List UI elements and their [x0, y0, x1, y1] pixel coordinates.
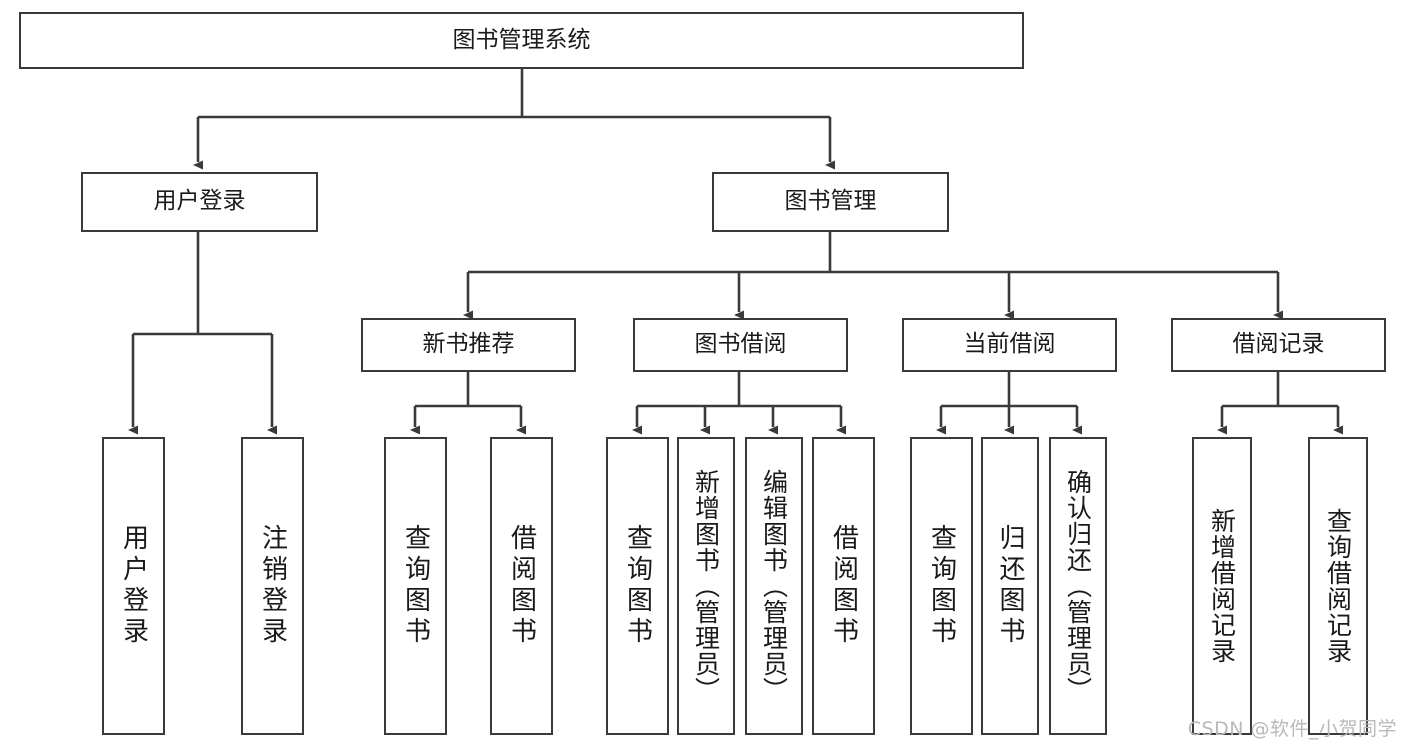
node-label: 图书管理系统 — [452, 26, 591, 53]
node-label: 编辑图书（管理员） — [759, 469, 789, 703]
node-current-borrow[interactable]: 当前借阅 — [902, 318, 1117, 372]
node-label: 注销登录 — [257, 524, 288, 648]
leaf-logout[interactable]: 注销登录 — [241, 437, 304, 735]
leaf-query-book-current[interactable]: 查询图书 — [910, 437, 973, 735]
node-borrow-record[interactable]: 借阅记录 — [1171, 318, 1386, 372]
node-label: 借阅图书 — [506, 524, 537, 648]
node-label: 当前借阅 — [963, 331, 1056, 358]
node-new-book-recommend[interactable]: 新书推荐 — [361, 318, 576, 372]
node-label: 图书管理 — [784, 188, 877, 215]
node-label: 查询图书 — [926, 524, 957, 648]
node-label: 用户登录 — [118, 524, 149, 648]
node-label: 借阅记录 — [1232, 331, 1325, 358]
leaf-add-borrow-record[interactable]: 新增借阅记录 — [1192, 437, 1252, 735]
leaf-confirm-return-admin[interactable]: 确认归还（管理员） — [1049, 437, 1107, 735]
node-label: 确认归还（管理员） — [1063, 469, 1093, 703]
node-label: 查询图书 — [622, 524, 653, 648]
node-label: 新增图书（管理员） — [691, 469, 721, 703]
node-label: 查询图书 — [400, 524, 431, 648]
leaf-user-login[interactable]: 用户登录 — [102, 437, 165, 735]
node-label: 图书借阅 — [694, 331, 787, 358]
leaf-query-borrow-record[interactable]: 查询借阅记录 — [1308, 437, 1368, 735]
leaf-add-book-admin[interactable]: 新增图书（管理员） — [677, 437, 735, 735]
leaf-return-book[interactable]: 归还图书 — [981, 437, 1039, 735]
leaf-query-book-new[interactable]: 查询图书 — [384, 437, 447, 735]
leaf-edit-book-admin[interactable]: 编辑图书（管理员） — [745, 437, 803, 735]
node-label: 新书推荐 — [422, 331, 515, 358]
node-label: 新增借阅记录 — [1207, 508, 1237, 664]
leaf-borrow-book[interactable]: 借阅图书 — [812, 437, 875, 735]
node-label: 用户登录 — [153, 188, 246, 215]
node-label: 借阅图书 — [828, 524, 859, 648]
node-book-management[interactable]: 图书管理 — [712, 172, 949, 232]
leaf-borrow-book-new[interactable]: 借阅图书 — [490, 437, 553, 735]
node-label: 查询借阅记录 — [1323, 508, 1353, 664]
node-user-login[interactable]: 用户登录 — [81, 172, 318, 232]
node-label: 归还图书 — [995, 524, 1025, 648]
leaf-query-book-borrow[interactable]: 查询图书 — [606, 437, 669, 735]
node-root-book-management-system[interactable]: 图书管理系统 — [19, 12, 1024, 69]
node-book-borrow[interactable]: 图书借阅 — [633, 318, 848, 372]
